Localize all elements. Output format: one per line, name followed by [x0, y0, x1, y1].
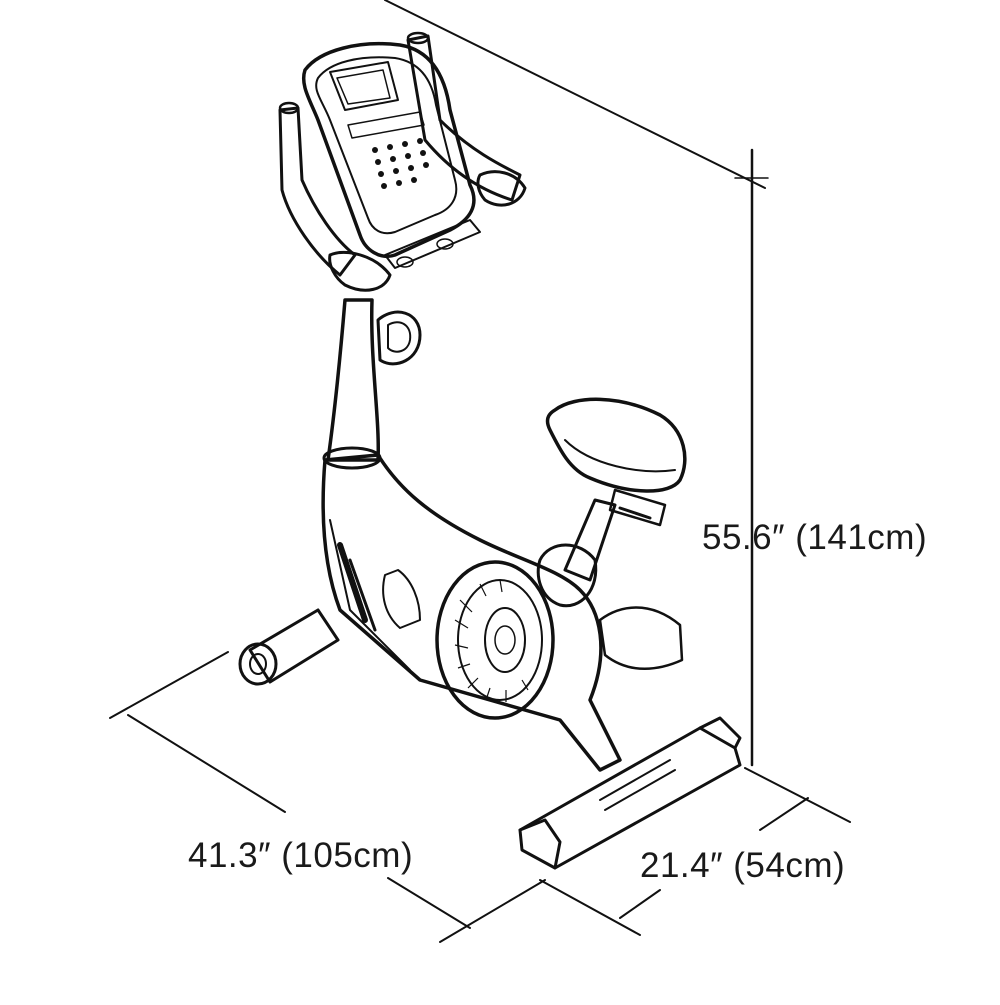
width-dimension-lines: [539, 767, 851, 936]
height-dimension-lines: [384, 0, 769, 767]
main-frame: [321, 453, 622, 772]
flywheel: [435, 560, 555, 720]
width-dimension-label: 21.4″ (54cm): [640, 846, 846, 885]
seat-assembly: [536, 397, 687, 608]
height-dimension-label: 55.6″ (141cm): [702, 518, 928, 557]
rear-stabilizer: [238, 608, 340, 686]
handlebar-stem: [322, 298, 422, 470]
console: [302, 41, 481, 269]
pedals: [382, 569, 684, 670]
front-stabilizer: [518, 716, 742, 870]
length-dimension-lines: [109, 651, 546, 943]
length-dimension-label: 41.3″ (105cm): [188, 836, 414, 875]
